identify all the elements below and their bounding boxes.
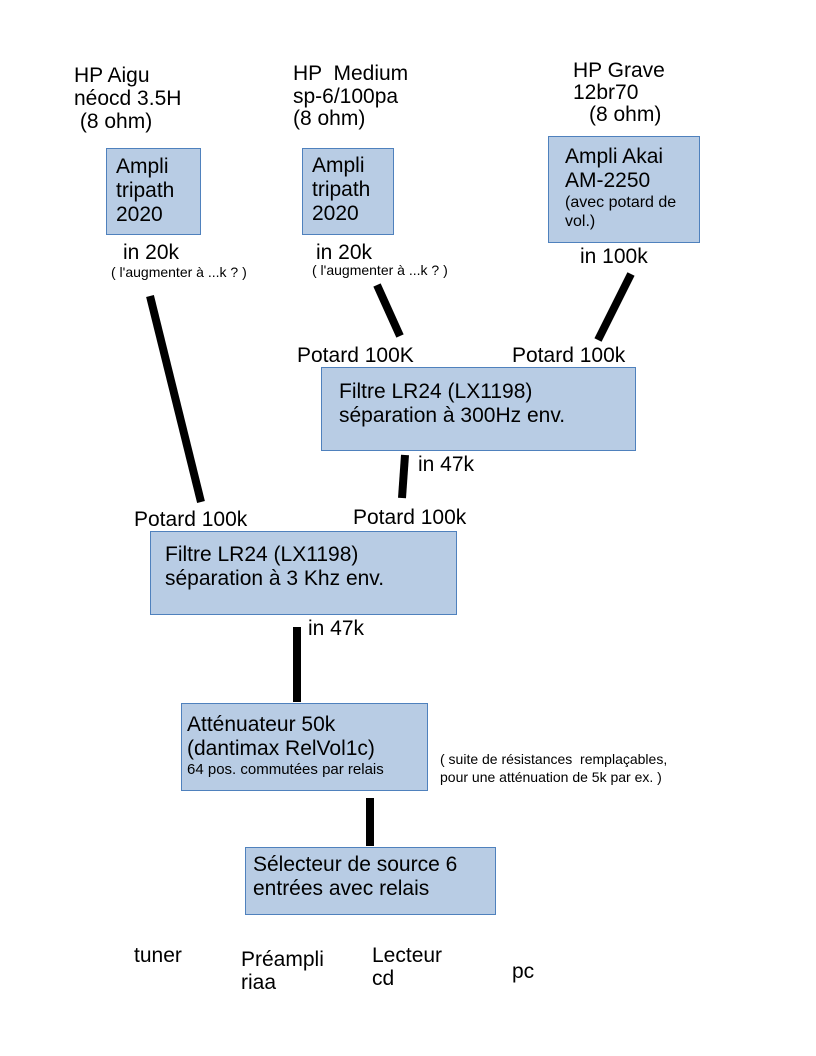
speaker-medium-title: HP Medium bbox=[293, 62, 409, 85]
amp-aigu-note: ( l'augmenter à ...k ? ) bbox=[111, 264, 247, 280]
amp-grave-sub: vol.) bbox=[565, 213, 596, 231]
amp-medium-input: in 20k bbox=[316, 241, 373, 264]
source-selector-box: Sélecteur de source 6 entrées avec relai… bbox=[245, 847, 496, 915]
filter-3k-input: in 47k bbox=[308, 617, 365, 640]
filter-300hz-line: Filtre LR24 (LX1198) bbox=[339, 380, 533, 403]
speaker-grave-label: HP Grave 12br70 (8 ohm) bbox=[573, 59, 665, 127]
filter-300-pot-left: Potard 100K bbox=[297, 344, 414, 367]
attenuator-note: ( suite de résistances remplaçables, pou… bbox=[440, 750, 667, 786]
speaker-grave-impedance: (8 ohm) bbox=[589, 103, 662, 127]
speaker-medium-label: HP Medium sp-6/100pa (8 ohm) bbox=[293, 62, 409, 131]
filter-300-input: in 47k bbox=[418, 453, 475, 476]
amp-medium-note: ( l'augmenter à ...k ? ) bbox=[312, 262, 448, 278]
filter-3khz-box: Filtre LR24 (LX1198) séparation à 3 Khz … bbox=[150, 531, 457, 615]
amp-grave-box: Ampli Akai AM-2250 (avec potard de vol.) bbox=[548, 136, 700, 243]
amp-medium-line: Ampli bbox=[312, 154, 365, 177]
source-pc: pc bbox=[512, 960, 534, 983]
source-preampli-riaa: Préampli riaa bbox=[241, 948, 324, 994]
amp-aigu-box: Ampli tripath 2020 bbox=[106, 148, 201, 235]
source-label: Lecteur bbox=[372, 944, 443, 967]
speaker-aigu-label: HP Aigu néocd 3.5H (8 ohm) bbox=[74, 64, 181, 133]
source-tuner: tuner bbox=[134, 944, 182, 967]
wire-filter3k-to-amp-aigu bbox=[146, 295, 205, 503]
source-lecteur-cd: Lecteur cd bbox=[372, 944, 442, 990]
selector-line: Sélecteur de source 6 bbox=[253, 853, 458, 876]
filter-3khz-line: séparation à 3 Khz env. bbox=[165, 566, 385, 590]
amp-grave-sub: (avec potard de bbox=[565, 193, 677, 211]
amp-medium-box: Ampli tripath 2020 bbox=[302, 148, 394, 235]
speaker-aigu-title: HP Aigu bbox=[74, 64, 150, 87]
amp-aigu-input: in 20k bbox=[123, 241, 180, 264]
source-label: riaa bbox=[241, 971, 277, 995]
source-label: tuner bbox=[134, 944, 182, 967]
speaker-grave-model: 12br70 bbox=[573, 81, 639, 105]
amp-aigu-line: Ampli bbox=[116, 155, 169, 178]
speaker-medium-model: sp-6/100pa bbox=[293, 84, 399, 108]
filter-300-pot-right: Potard 100k bbox=[512, 344, 626, 367]
source-label: cd bbox=[372, 967, 395, 991]
wire-filter300-to-amp-grave bbox=[594, 272, 635, 342]
attenuator-note-line: ( suite de résistances remplaçables, bbox=[440, 751, 668, 767]
amp-grave-line: Ampli Akai bbox=[565, 145, 664, 168]
amp-medium-line: tripath bbox=[312, 177, 371, 201]
selector-line: entrées avec relais bbox=[253, 876, 430, 900]
speaker-aigu-impedance: (8 ohm) bbox=[74, 110, 153, 134]
source-label: pc bbox=[512, 960, 535, 983]
attenuator-line: Atténuateur 50k bbox=[187, 713, 336, 736]
wire-filter300-to-amp-medium bbox=[373, 283, 404, 338]
amp-grave-line: AM-2250 bbox=[565, 168, 651, 192]
amp-aigu-line: 2020 bbox=[116, 202, 163, 226]
speaker-medium-impedance: (8 ohm) bbox=[293, 107, 366, 131]
speaker-grave-title: HP Grave bbox=[573, 59, 665, 82]
filter-3khz-line: Filtre LR24 (LX1198) bbox=[165, 543, 359, 566]
amp-aigu-line: tripath bbox=[116, 178, 175, 202]
filter-300hz-line: séparation à 300Hz env. bbox=[339, 403, 566, 427]
attenuator-sub: 64 pos. commutées par relais bbox=[187, 760, 384, 778]
filter-3k-pot-left: Potard 100k bbox=[134, 508, 248, 531]
source-label: Préampli bbox=[241, 948, 324, 971]
attenuator-box: Atténuateur 50k (dantimax RelVol1c) 64 p… bbox=[181, 703, 428, 791]
wire-filter3k-to-filter300 bbox=[398, 454, 409, 499]
filter-300hz-box: Filtre LR24 (LX1198) séparation à 300Hz … bbox=[321, 367, 636, 451]
filter-3k-pot-right: Potard 100k bbox=[353, 506, 467, 529]
attenuator-note-line: pour une atténuation de 5k par ex. ) bbox=[440, 769, 662, 786]
amp-medium-line: 2020 bbox=[312, 201, 359, 225]
amp-grave-input: in 100k bbox=[580, 245, 648, 268]
attenuator-line: (dantimax RelVol1c) bbox=[187, 736, 375, 760]
speaker-aigu-model: néocd 3.5H bbox=[74, 87, 182, 111]
